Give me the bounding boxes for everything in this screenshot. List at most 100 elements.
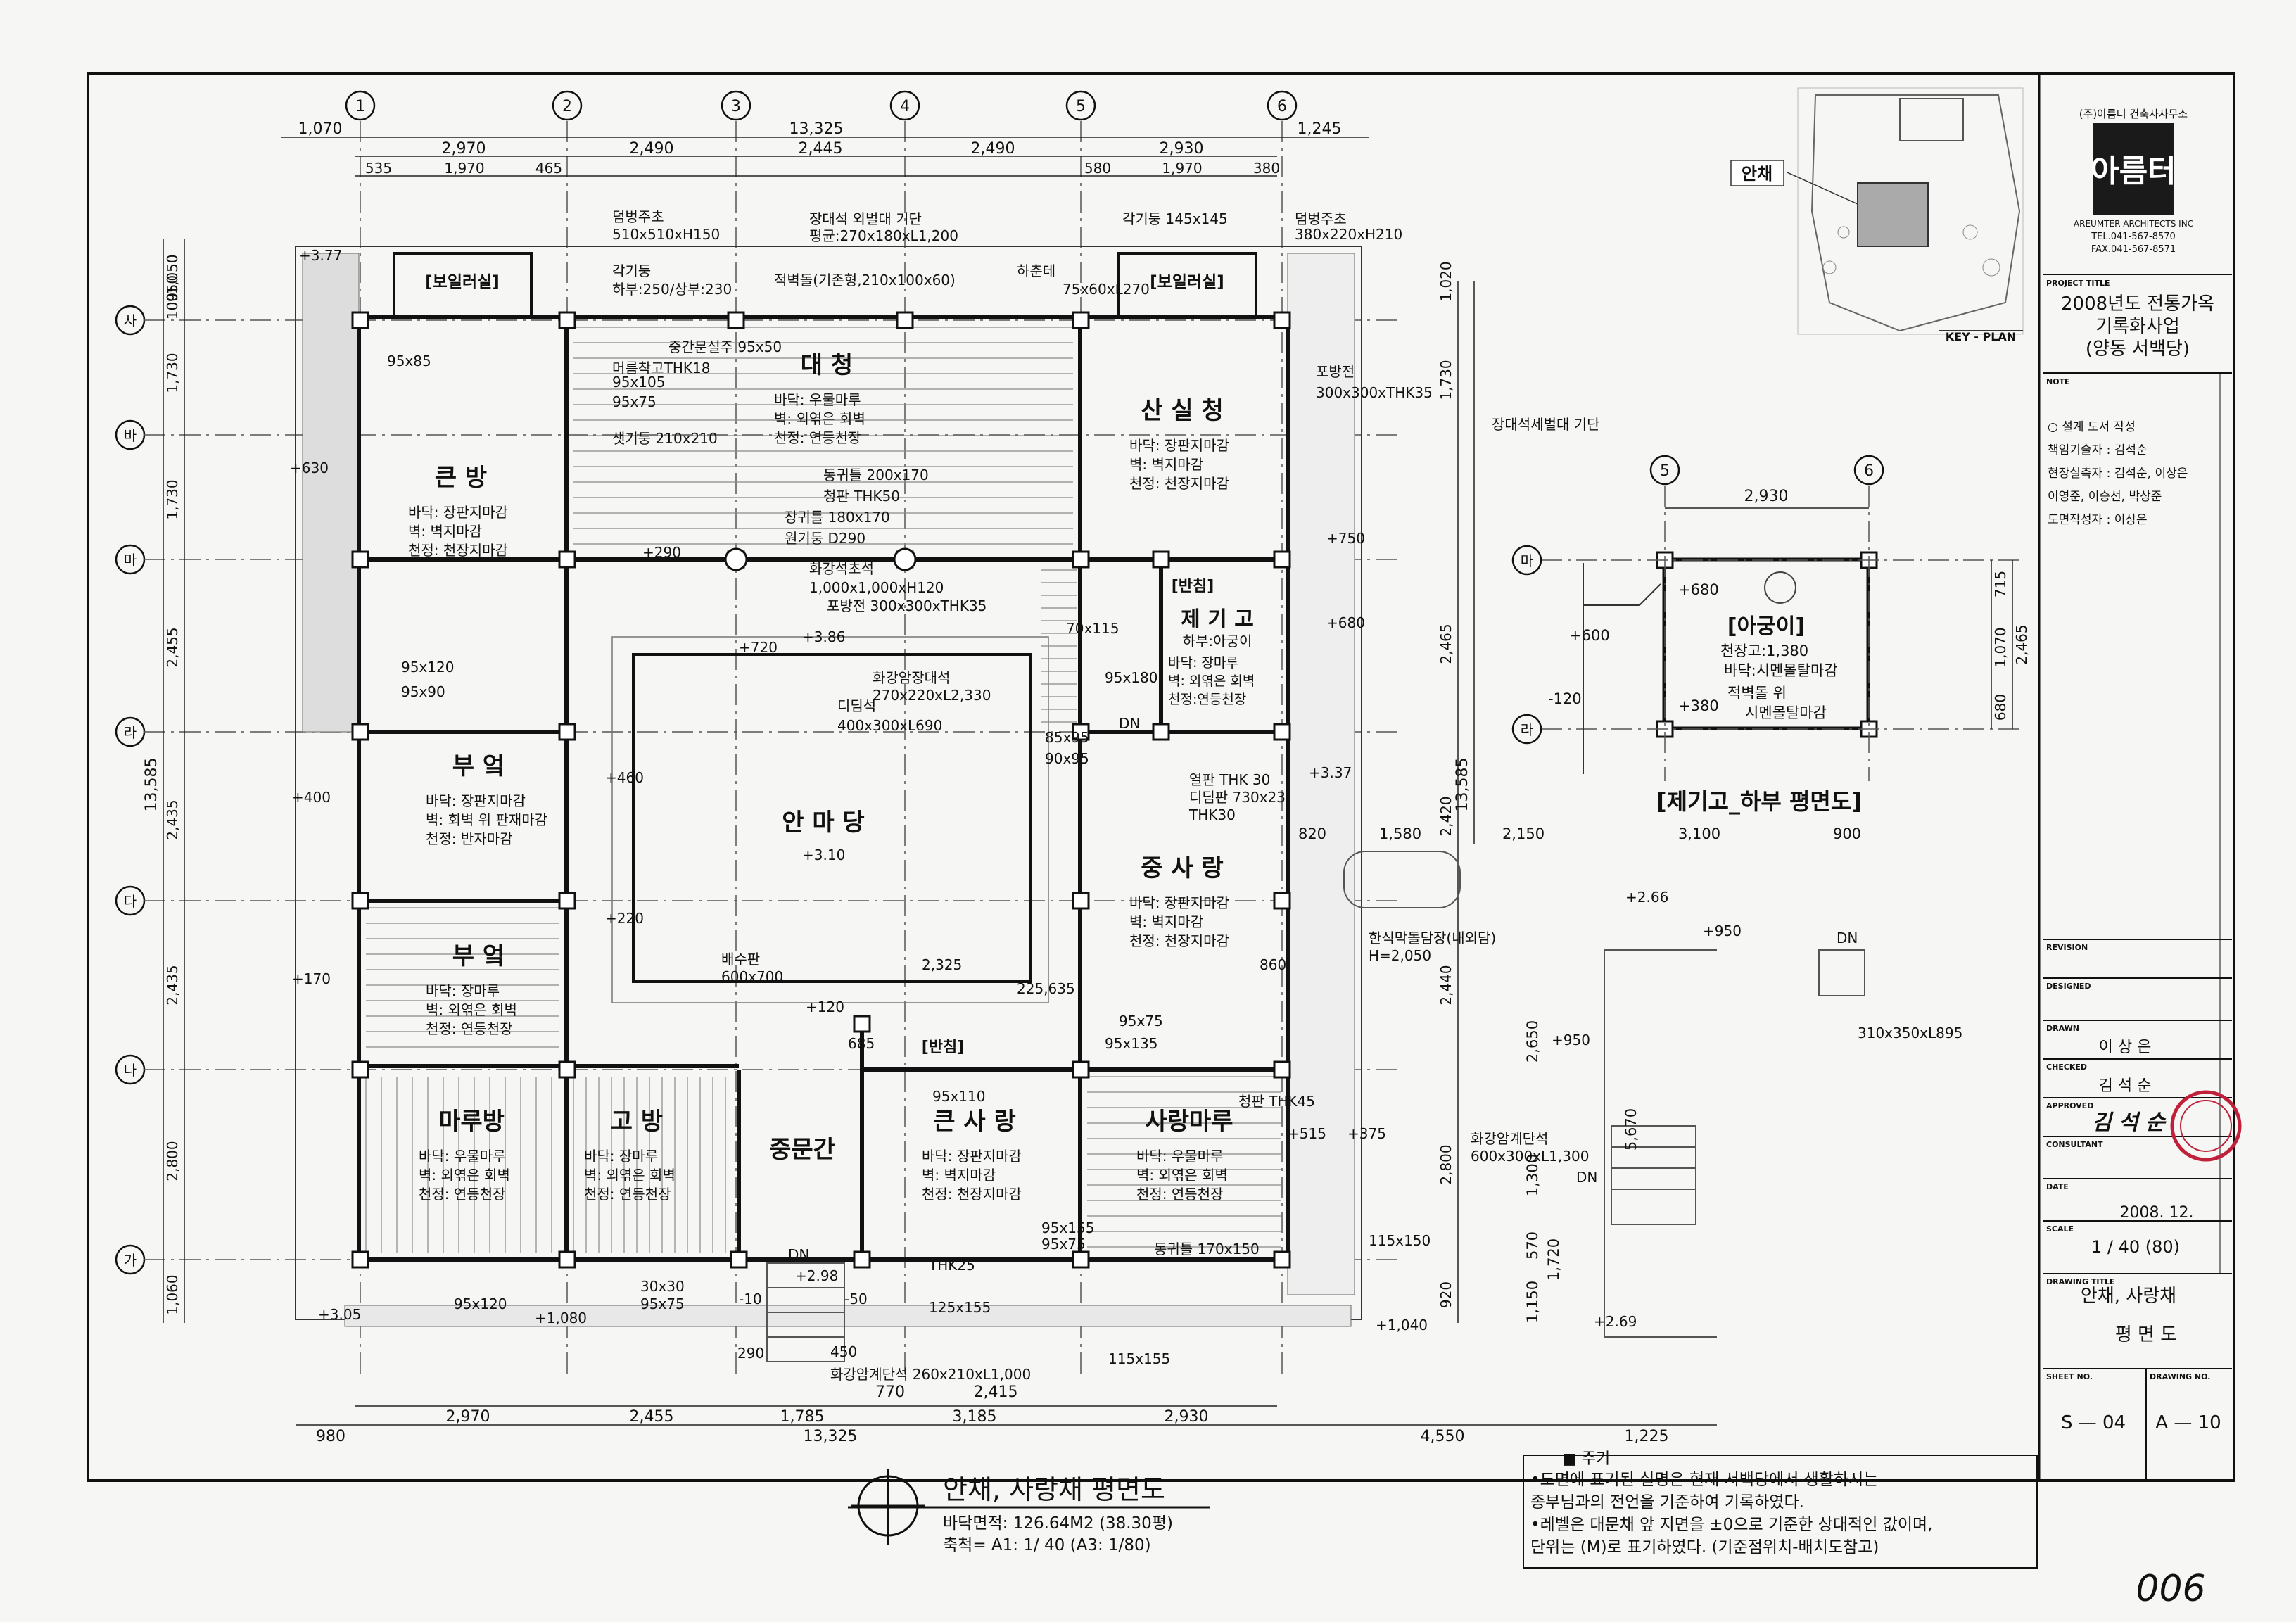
room-finish: 바닥: 장판지마감 <box>922 1148 1022 1165</box>
annotation: 30x30 <box>640 1278 685 1295</box>
dim-top-sub: 1,970 <box>1162 160 1202 177</box>
column <box>1273 1250 1291 1269</box>
dim-east: 1,300 <box>1524 1154 1541 1196</box>
grid-bubble-label: 4 <box>900 98 910 115</box>
jegigo-detail-dim-1: 715 <box>1992 571 2009 597</box>
annotation: 동귀틀 200x170 <box>823 467 929 483</box>
level-mark: +3.77 <box>299 247 342 264</box>
dim-right: 2,465 <box>1438 623 1454 664</box>
annotation: 95x155 <box>1041 1219 1094 1236</box>
level-mark: +120 <box>806 999 844 1015</box>
annotation: 860 <box>1260 956 1286 973</box>
revision-label: REVISION <box>2046 943 2088 952</box>
jegigo-detail-note-3: 시멘몰탈마감 <box>1745 704 1827 721</box>
notes-header: ■ 주기 <box>1562 1450 1610 1468</box>
jegigo-fin-1: 바닥: 장마루 <box>1168 655 1238 671</box>
banchim-label-2: [반침] <box>922 1039 965 1056</box>
dwg-value: A — 10 <box>2155 1412 2221 1433</box>
room-name: 마루방 <box>438 1108 505 1136</box>
annotation: 270x220xL2,330 <box>873 687 991 704</box>
notes-line-1: •도면에 표기된 실명은 현재 서백당에서 생활하시는 <box>1530 1471 1878 1489</box>
drawing-title-1: 안채, 사랑채 <box>2081 1286 2176 1307</box>
column <box>853 1015 871 1033</box>
house-walls <box>357 315 1290 1262</box>
room-finish: 벽: 외엮은 회벽 <box>426 1001 517 1018</box>
annotation: 95x75 <box>640 1295 685 1312</box>
dim-east: 5,670 <box>1623 1108 1639 1151</box>
annotation: 95x120 <box>401 659 454 676</box>
boiler-room-right <box>1117 252 1257 318</box>
annotation: 덤벙주초 <box>612 208 664 225</box>
dim-top-sub: 535 <box>365 160 392 177</box>
dim-right: 2,440 <box>1438 965 1454 1005</box>
drawn-by: 이 상 은 <box>2099 1039 2152 1056</box>
annotation: 각기둥 145x145 <box>1122 210 1228 227</box>
annotation: 배수판 <box>721 951 760 968</box>
column <box>1072 892 1090 910</box>
annotation: 적벽돌(기존형,210x100x60) <box>774 272 956 289</box>
grid-bubble <box>1853 455 1884 486</box>
room-name: 사랑마루 <box>1145 1108 1233 1136</box>
top-dimensions <box>281 137 1717 1426</box>
key-plan <box>1787 87 2024 335</box>
dim-top-bay: 2,490 <box>630 140 674 158</box>
annotation: 95x135 <box>1105 1035 1157 1052</box>
jegigo-detail-dim-4: 2,465 <box>2013 624 2030 664</box>
column <box>558 892 576 910</box>
drawn-label: DRAWN <box>2046 1024 2079 1033</box>
room-name: 안 마 당 <box>782 809 865 837</box>
annotation: 포방전 <box>1316 363 1355 380</box>
staff-line: 도면작성자 : 이상은 <box>2048 513 2148 527</box>
column <box>730 1250 748 1269</box>
annotation: 하춘테 <box>1017 262 1055 279</box>
room-finish: 바닥: 우물마루 <box>774 391 861 408</box>
dim-bottom-bay: 3,185 <box>953 1408 997 1426</box>
annotation: 380x220xH210 <box>1295 226 1402 243</box>
grid-bubble-label: 마 <box>124 552 137 569</box>
jegigo-detail-plan <box>1541 486 2019 781</box>
grid-bubble <box>1065 90 1096 121</box>
column <box>1072 311 1090 329</box>
column <box>351 1060 369 1079</box>
company-name: (주)아름터 건축사사무소 <box>2079 108 2188 120</box>
consultant-label: CONSULTANT <box>2046 1140 2103 1149</box>
dim-bottom-extra-2: 2,415 <box>974 1383 1018 1401</box>
annotation: 샛기둥 210x210 <box>612 430 718 447</box>
grid-bubble-label: 다 <box>124 893 137 910</box>
column <box>1072 1250 1090 1269</box>
annotation: 600x700 <box>721 968 783 985</box>
dim-top-total: 13,325 <box>789 120 844 138</box>
dim-east: 1,580 <box>1379 825 1421 842</box>
annotation: 화강암계단석 260x210xL1,000 <box>830 1366 1031 1383</box>
grid-bubble <box>1267 90 1298 121</box>
scale-label: SCALE <box>2046 1224 2074 1234</box>
jegigo-detail-note-2: 적벽돌 위 <box>1727 685 1787 702</box>
annotation: 장귀틀 180x170 <box>785 509 890 526</box>
room-name: 산 실 청 <box>1141 397 1224 425</box>
annotation: 화강암장대석 <box>873 669 950 686</box>
grid-bubble-label: 라 <box>1521 721 1533 738</box>
annotation: 95x90 <box>401 683 445 700</box>
dim-top-right: 1,245 <box>1298 120 1342 138</box>
keyplan-label: 안채 <box>1742 164 1772 184</box>
room-finish: 천정: 천장지마감 <box>408 542 508 559</box>
designed-label: DESIGNED <box>2046 982 2091 991</box>
dim-east: 900 <box>1833 825 1861 842</box>
level-mark: -10 <box>739 1291 762 1307</box>
level-mark: -50 <box>844 1291 868 1307</box>
jegigo-detail-lv-1: +680 <box>1678 581 1719 598</box>
date-label: DATE <box>2046 1182 2069 1191</box>
column <box>351 892 369 910</box>
grid-bubble-label: 마 <box>1521 552 1533 569</box>
jegigo-detail-lv-4: +380 <box>1678 697 1719 714</box>
room-finish: 천정: 연등천장 <box>426 1020 513 1037</box>
keyplan-caption: KEY - PLAN <box>1946 330 2016 343</box>
round-column <box>893 547 917 571</box>
grid-bubble-label: 사 <box>124 312 137 329</box>
sheet-border <box>87 72 2235 1482</box>
annotation: DN <box>788 1246 809 1263</box>
company-tel: TEL.041-567-8570 <box>2091 232 2176 242</box>
column <box>1273 311 1291 329</box>
